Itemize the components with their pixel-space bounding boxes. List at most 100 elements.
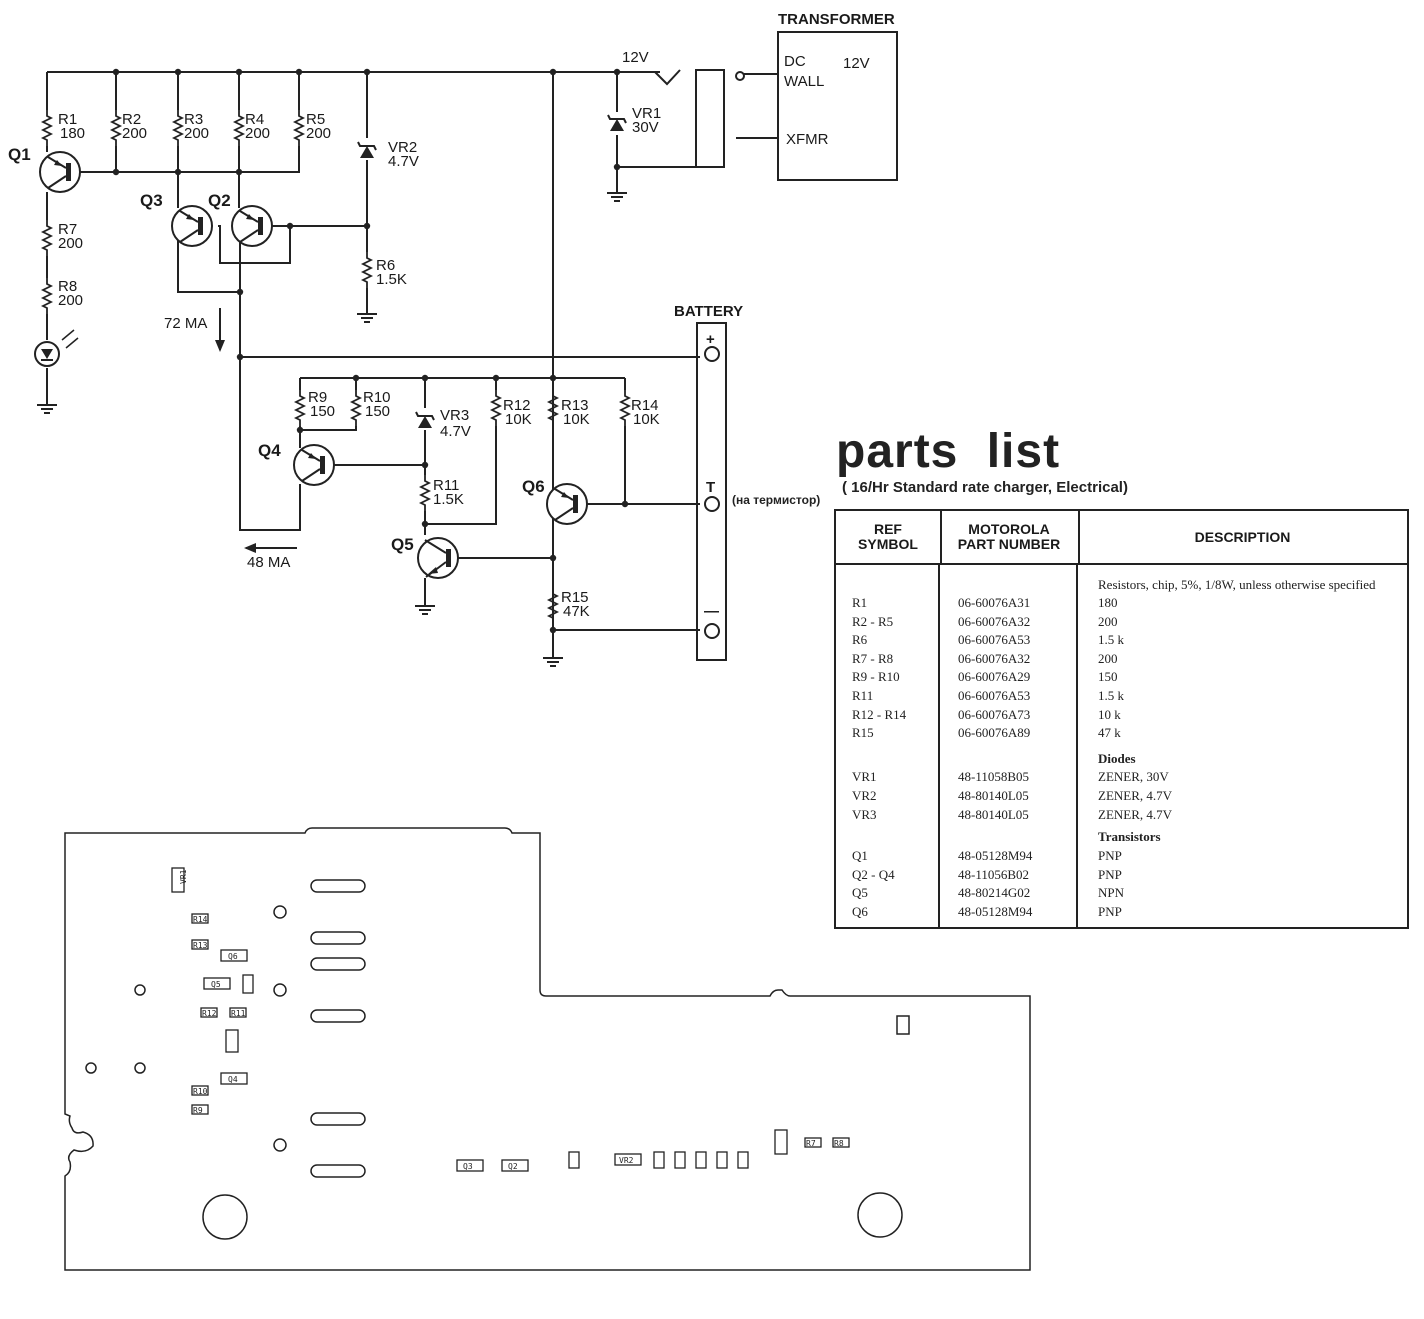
- pcb-r5: [653, 1151, 665, 1169]
- description-cell: 10 k: [1098, 707, 1121, 722]
- svg-text:VR2: VR2: [619, 1156, 634, 1165]
- pcb-r3: [695, 1151, 707, 1169]
- pcb-r6: [568, 1151, 580, 1169]
- pcb-r4: [674, 1151, 686, 1169]
- ref-symbol-cell: R15: [852, 725, 874, 740]
- pcb-components: [171, 867, 850, 1172]
- zener-vr3: [415, 411, 435, 429]
- ref-symbol-cell: R7 - R8: [852, 651, 894, 666]
- description-cell: Resistors, chip, 5%, 1/8W, unless otherw…: [1098, 577, 1376, 592]
- part-number-cell: 48-80140L05: [958, 807, 1029, 822]
- table-row: R7 - R8 06-60076A32 200: [836, 651, 1407, 670]
- column-divider: [938, 563, 940, 927]
- q2-label: Q2: [208, 191, 231, 210]
- description-cell: 200: [1098, 651, 1118, 666]
- r12-value: 10K: [505, 411, 532, 428]
- transformer-wall: WALL: [784, 73, 824, 90]
- battery-plus-terminal: [704, 346, 720, 362]
- description-cell: 180: [1098, 595, 1118, 610]
- resistor-r2: [111, 109, 121, 147]
- table-row: R15 06-60076A89 47 k: [836, 725, 1407, 744]
- q1-label: Q1: [8, 145, 31, 164]
- r3-value: 200: [184, 125, 209, 142]
- pcb-r10: [191, 1085, 209, 1096]
- vr1-ref: VR1: [632, 105, 661, 122]
- r12-ref: R12: [503, 397, 531, 414]
- q5-label: Q5: [391, 535, 414, 554]
- description-cell: ZENER, 4.7V: [1098, 788, 1173, 803]
- description-cell: PNP: [1098, 904, 1122, 919]
- pcb-q1: [774, 1129, 788, 1155]
- r4-ref: R4: [245, 111, 264, 128]
- ref-symbol-cell: Q2 - Q4: [852, 867, 895, 882]
- ref-symbol-cell: R6: [852, 632, 868, 647]
- part-number-cell: 06-60076A73: [958, 707, 1031, 722]
- pcb-layout: [64, 827, 1031, 1271]
- ref-symbol-cell: VR2: [852, 788, 877, 803]
- r2-value: 200: [122, 125, 147, 142]
- transformer-title: TRANSFORMER: [778, 11, 895, 28]
- resistor-r4: [234, 109, 244, 147]
- dc-jack-pin: [735, 71, 745, 81]
- description-cell: 200: [1098, 614, 1118, 629]
- part-number-cell: 06-60076A89: [958, 725, 1031, 740]
- q6-label: Q6: [522, 477, 545, 496]
- part-number-cell: 06-60076A53: [958, 688, 1031, 703]
- r6-ref: R6: [376, 257, 395, 274]
- ref-symbol-cell: R12 - R14: [852, 707, 907, 722]
- part-number-cell: 48-05128M94: [958, 848, 1033, 863]
- ground-led: [36, 394, 58, 414]
- svg-text:R9: R9: [193, 1106, 203, 1115]
- description-cell: ZENER, 30V: [1098, 769, 1169, 784]
- svg-text:VR1: VR1: [179, 869, 188, 884]
- ref-symbol-cell: Q1: [852, 848, 868, 863]
- part-number-cell: 48-80140L05: [958, 788, 1029, 803]
- parts-list-title: parts list: [836, 425, 1061, 478]
- ref-symbol-cell: R1: [852, 595, 868, 610]
- r3-ref: R3: [184, 111, 203, 128]
- ref-symbol-cell: VR3: [852, 807, 877, 822]
- pcb-vr2: [614, 1153, 642, 1166]
- ground-r6: [356, 303, 378, 323]
- ground-r15: [542, 647, 564, 667]
- resistor-r1: [42, 109, 52, 147]
- resistor-r5: [294, 109, 304, 147]
- description-cell: Transistors: [1098, 829, 1161, 844]
- svg-text:R10: R10: [193, 1087, 208, 1096]
- r14-ref: R14: [631, 397, 659, 414]
- pcb-q4: [220, 1072, 248, 1085]
- table-row: R12 - R14 06-60076A73 10 k: [836, 707, 1407, 726]
- ref-symbol-cell: R9 - R10: [852, 669, 900, 684]
- description-cell: 1.5 k: [1098, 688, 1124, 703]
- description-cell: 47 k: [1098, 725, 1121, 740]
- ground-q5: [414, 595, 436, 615]
- svg-text:R11: R11: [231, 1009, 246, 1018]
- r11-ref: R11: [433, 477, 459, 494]
- r15-ref: R15: [561, 589, 589, 606]
- vr1-value: 30V: [632, 119, 659, 136]
- resistor-r14: [620, 389, 630, 427]
- svg-text:Q3: Q3: [463, 1162, 473, 1171]
- part-number-cell: 06-60076A32: [958, 651, 1031, 666]
- part-number-cell: 06-60076A32: [958, 614, 1031, 629]
- pcb-r9: [191, 1104, 209, 1115]
- battery-title: BATTERY: [674, 303, 743, 320]
- ground-vr1: [606, 182, 628, 202]
- resistor-r12: [491, 389, 501, 427]
- ref-symbol-cell: Q5: [852, 885, 868, 900]
- resistor-r8: [42, 277, 52, 315]
- resistor-r10: [351, 389, 361, 427]
- transformer-dc: DC: [784, 53, 806, 70]
- table-row: Resistors, chip, 5%, 1/8W, unless otherw…: [836, 577, 1407, 596]
- svg-text:Q5: Q5: [211, 980, 221, 989]
- q4-label: Q4: [258, 441, 281, 460]
- r10-value: 150: [365, 403, 390, 420]
- pcb-q2: [501, 1159, 529, 1172]
